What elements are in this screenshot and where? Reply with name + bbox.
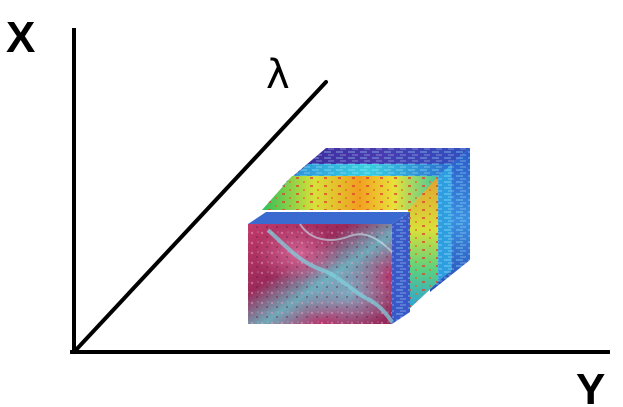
x-axis-label: X bbox=[6, 13, 35, 62]
front-image-river bbox=[266, 228, 394, 324]
front-band-top bbox=[248, 212, 410, 224]
y-axis-label: Y bbox=[576, 365, 605, 407]
axes bbox=[70, 28, 610, 354]
front-image-road bbox=[299, 223, 393, 253]
heatmap-band-side-specks bbox=[408, 176, 438, 310]
hyperspectral-cube bbox=[248, 148, 470, 324]
heatmap-band-top-specks bbox=[262, 176, 438, 210]
wavelength-axis-label: λ bbox=[266, 52, 290, 98]
front-image-texture bbox=[248, 224, 392, 324]
front-band-side-streaks bbox=[392, 212, 410, 324]
wavelength-axis-line bbox=[72, 80, 328, 354]
